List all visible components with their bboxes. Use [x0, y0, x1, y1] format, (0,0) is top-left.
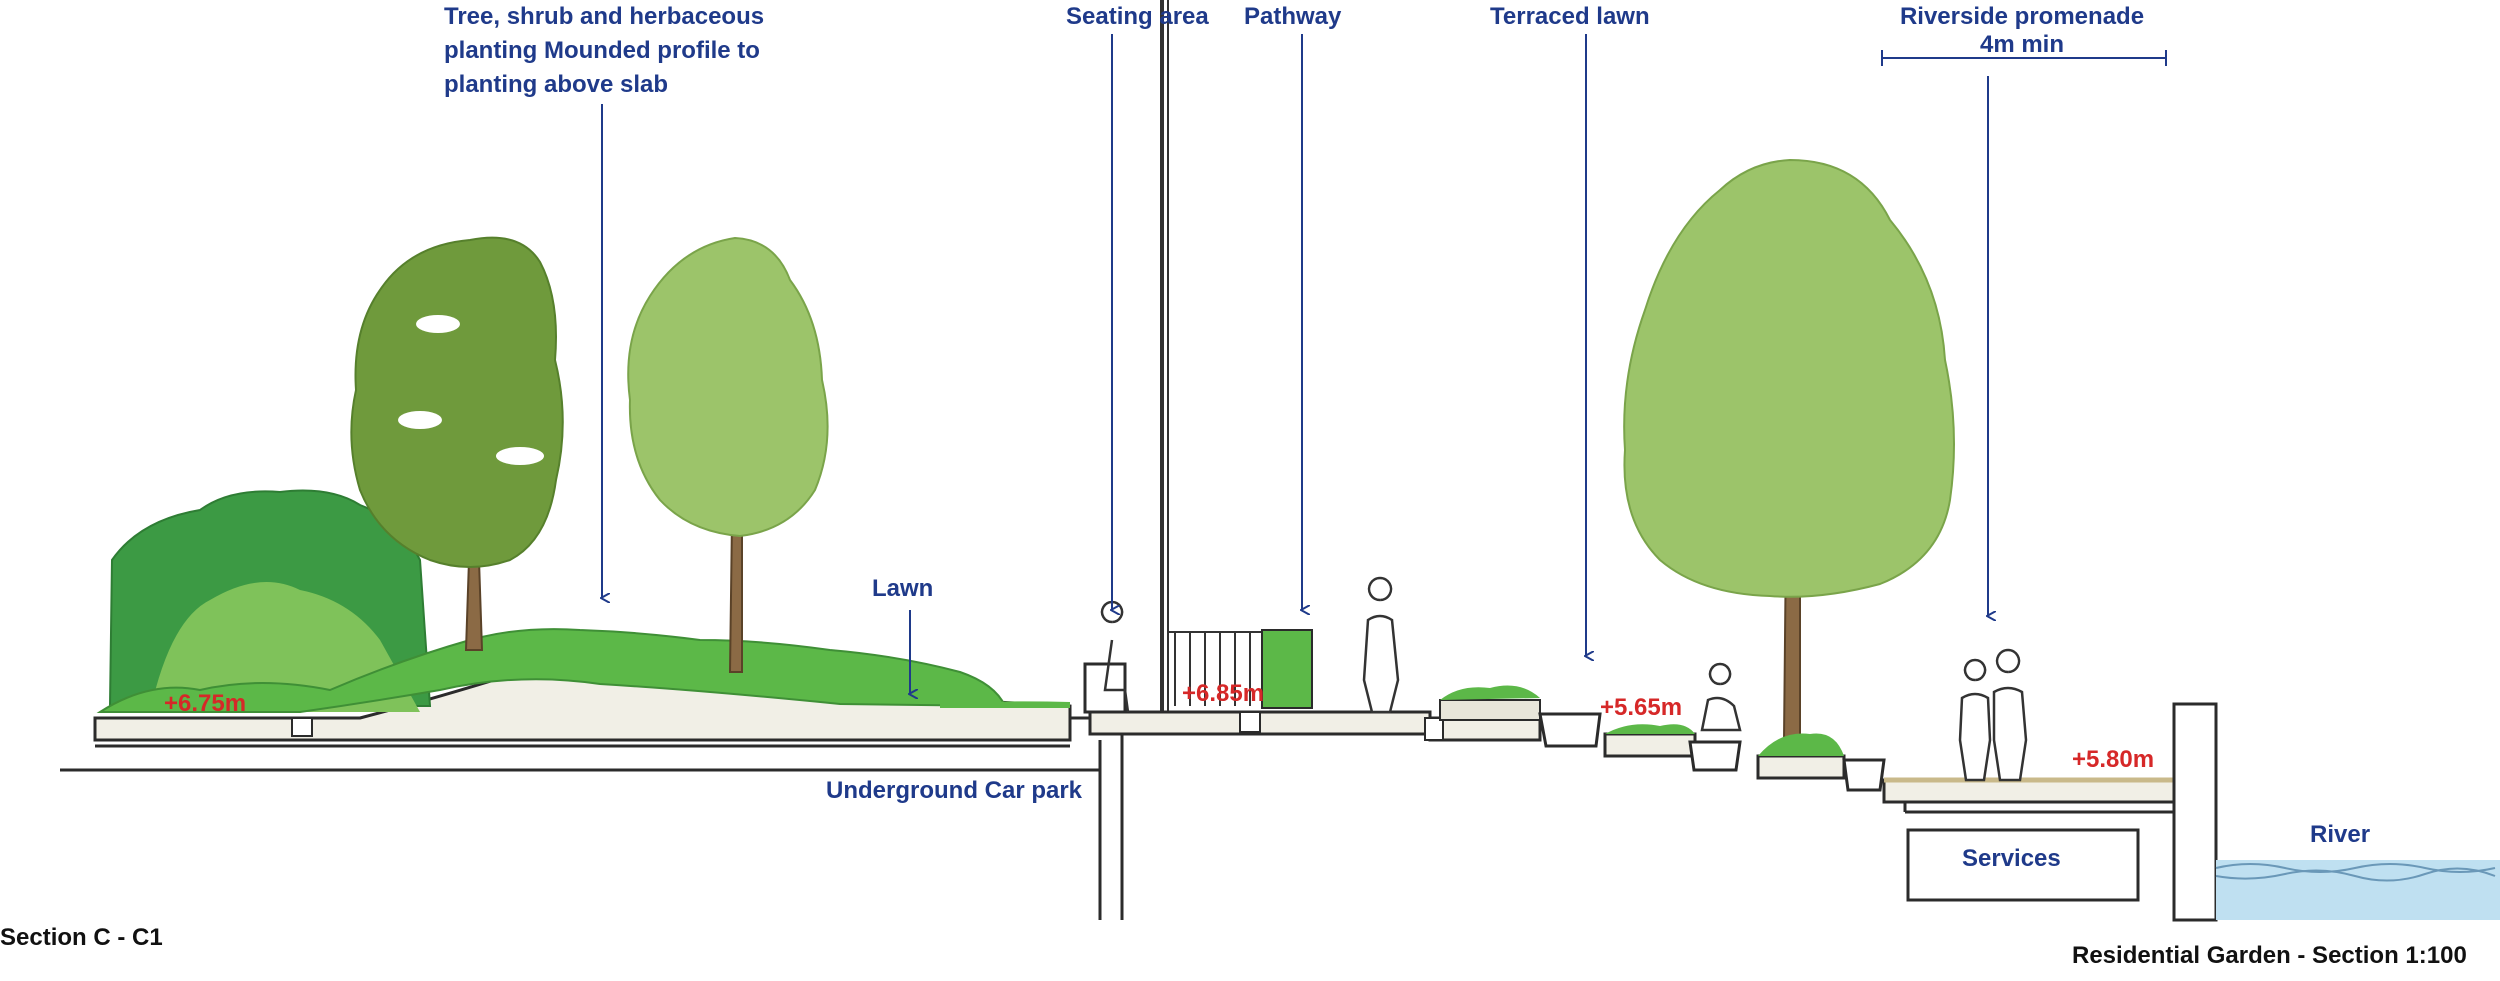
- planter-shrub-2: [1605, 724, 1695, 734]
- label-promenade-line-2: 4m min: [1979, 31, 2065, 58]
- tree-1-gap-3: [496, 447, 544, 465]
- step-block-2: [1688, 740, 1742, 772]
- deck-step-1: [1428, 716, 1542, 742]
- lawn-strip: [940, 701, 1070, 708]
- figure-promenade-2: [1992, 648, 2028, 782]
- level-marker-1: +6.75m: [164, 690, 247, 717]
- step-block-3: [1842, 758, 1886, 792]
- terrace-1: [1603, 732, 1697, 758]
- figure-pathway: [1362, 576, 1400, 714]
- deck-footing-2: [1239, 711, 1261, 733]
- river-wall: [2172, 702, 2218, 922]
- label-riverside-promenade: Riverside promenade 4m min: [1872, 0, 2172, 62]
- label-river: River: [2310, 821, 2371, 848]
- herbaceous-planting: [96, 628, 1007, 713]
- step-block-1: [1538, 712, 1602, 748]
- river-wave-2: [2215, 867, 2496, 882]
- label-lawn: Lawn: [872, 575, 934, 602]
- terrace-2: [1756, 754, 1846, 780]
- figure-promenade-1: [1958, 658, 1992, 782]
- label-planting: Tree, shrub and herbaceous planting Moun…: [444, 0, 764, 102]
- hedge-panel: [1261, 629, 1313, 709]
- planter-shrub-3: [1758, 733, 1844, 756]
- planter-1: [1439, 699, 1541, 721]
- promenade-deck: [1882, 778, 2176, 804]
- label-services: Services: [1962, 845, 2061, 872]
- tree-1-gap-1: [416, 315, 460, 333]
- label-seating-area: Seating area: [1066, 3, 1209, 30]
- figure-terrace: [1700, 662, 1742, 732]
- tree-2-canopy: [627, 236, 829, 538]
- label-pathway: Pathway: [1244, 3, 1342, 30]
- label-planting-line-1: Tree, shrub and herbaceous: [444, 3, 765, 30]
- level-marker-4: +5.80m: [2072, 746, 2155, 773]
- section-caption: Section C - C1: [0, 924, 163, 951]
- shrub-mass-light: [150, 582, 420, 712]
- railing: [1168, 631, 1262, 706]
- label-promenade-line-1: Riverside promenade: [1899, 3, 2145, 30]
- tree-1-canopy: [350, 236, 564, 568]
- tree-1-gap-2: [398, 411, 442, 429]
- deck-footing-3: [1424, 717, 1444, 741]
- label-terraced-lawn: Terraced lawn: [1490, 3, 1650, 30]
- bench: [1083, 662, 1127, 714]
- services-box: [1906, 828, 2140, 902]
- label-underground-car-park: Underground Car park: [826, 777, 1083, 804]
- level-marker-2: +6.85m: [1182, 680, 1265, 707]
- tree-2-trunk: [728, 519, 743, 673]
- label-planting-line-2: planting Mounded profile to: [444, 37, 760, 64]
- river-wave-1: [2215, 863, 2496, 873]
- label-planting-line-3: planting above slab: [444, 71, 669, 98]
- tree-3-canopy: [1623, 158, 1955, 598]
- river-water: [2216, 860, 2500, 920]
- drawing-title: Residential Garden - Section 1:100: [2072, 942, 2467, 969]
- deck-footing-1: [291, 717, 313, 737]
- planter-shrub-1: [1440, 685, 1540, 700]
- level-marker-3: +5.65m: [1600, 694, 1683, 721]
